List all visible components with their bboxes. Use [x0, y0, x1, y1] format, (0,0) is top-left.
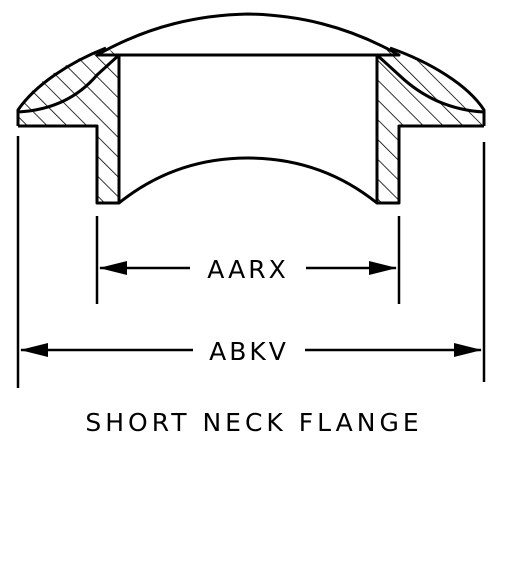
dimension-label-outer: ABKV	[209, 337, 289, 366]
bore-bottom-arc	[118, 156, 378, 205]
arrowhead-outer-left	[20, 343, 48, 357]
diagram-caption: SHORT NECK FLANGE	[85, 408, 422, 437]
arrowhead-outer-right	[454, 343, 482, 357]
flange-top-surface	[95, 12, 401, 57]
arrowhead-inner-right	[369, 261, 397, 275]
dimension-inner	[95, 216, 401, 304]
dimension-label-inner: AARX	[207, 255, 288, 284]
dimension-outer	[16, 136, 486, 388]
section-hatching	[18, 48, 484, 203]
arrowhead-inner-left	[99, 261, 127, 275]
